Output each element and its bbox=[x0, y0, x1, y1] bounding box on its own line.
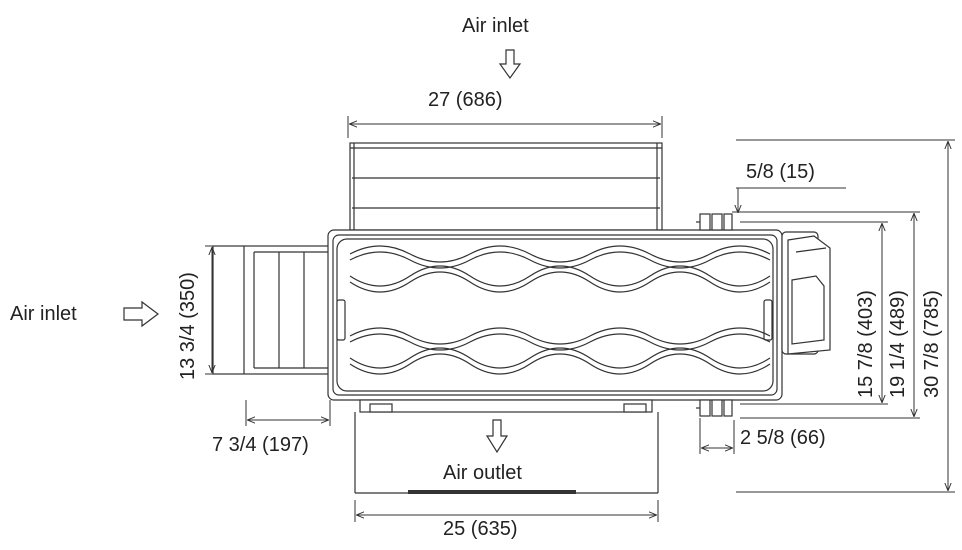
bottom-outlet bbox=[354, 399, 659, 494]
outlet-arrow-icon bbox=[485, 419, 509, 454]
right-connector-box bbox=[781, 231, 831, 355]
left-depth-dimension: 7 3/4 (197) bbox=[212, 434, 309, 456]
coil-waves bbox=[349, 245, 771, 375]
left-intake-housing bbox=[212, 245, 331, 375]
left-height-dimension: 13 3/4 (350) bbox=[177, 272, 199, 380]
pipe-fittings bbox=[696, 213, 733, 417]
main-body bbox=[327, 229, 783, 401]
height-a-dimension: 15 7/8 (403) bbox=[855, 290, 877, 398]
height-b-dimension: 19 1/4 (489) bbox=[887, 290, 909, 398]
top-width-dimension: 27 (686) bbox=[428, 89, 503, 111]
air-inlet-top-label: Air inlet bbox=[462, 15, 529, 37]
pipe-gap-dimension: 2 5/8 (66) bbox=[740, 427, 826, 449]
air-inlet-left-label: Air inlet bbox=[10, 303, 77, 325]
flow-arrows bbox=[123, 49, 522, 454]
air-outlet-label: Air outlet bbox=[443, 462, 522, 484]
bottom-width-dimension: 25 (635) bbox=[443, 518, 518, 540]
left-inlet-arrow-icon bbox=[123, 300, 159, 328]
dimension-lines bbox=[205, 116, 955, 522]
top-intake-housing bbox=[349, 142, 663, 231]
height-c-dimension: 30 7/8 (785) bbox=[921, 290, 943, 398]
pipe-offset-dimension: 5/8 (15) bbox=[746, 161, 815, 183]
top-inlet-arrow-icon bbox=[498, 49, 522, 80]
